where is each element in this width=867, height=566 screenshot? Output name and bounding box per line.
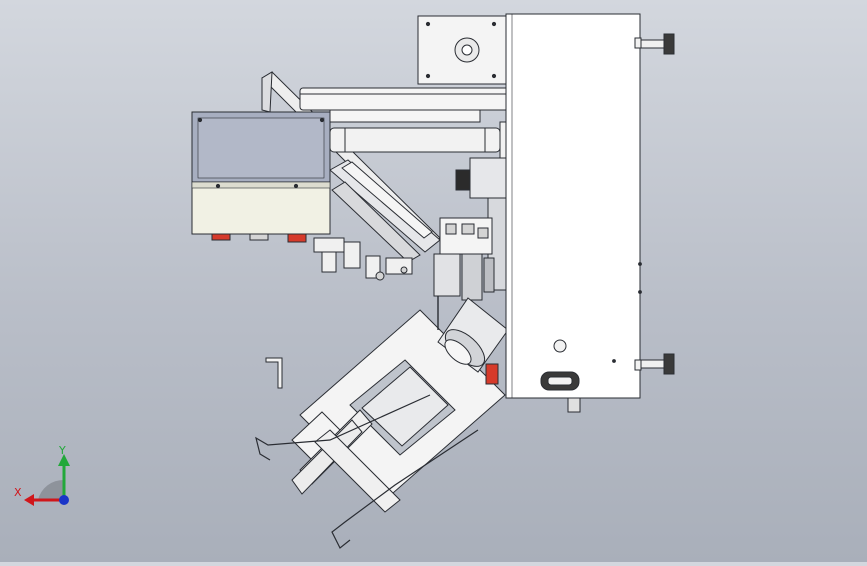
l-bracket-part	[265, 357, 283, 389]
y-axis-label: Y	[58, 444, 66, 457]
main-housing	[505, 13, 642, 413]
motor-mount-plate	[417, 15, 511, 85]
rotary-spindle	[437, 297, 509, 385]
triad-plane-icon	[38, 479, 64, 500]
x-axis-arrowhead-icon	[24, 494, 34, 506]
horizontal-shaft-top	[299, 87, 516, 123]
control-box	[191, 111, 331, 243]
main-cylinder	[329, 121, 511, 159]
x-axis-label: X	[14, 486, 22, 499]
z-axis-dot-icon	[59, 495, 69, 505]
pneumatic-fittings	[313, 237, 413, 281]
y-axis-arrowhead-icon	[58, 454, 70, 466]
wire-guide-arms	[255, 394, 479, 549]
leveling-feet	[640, 33, 675, 375]
coordinate-triad: Y X	[14, 444, 70, 506]
center-mechanism	[433, 157, 509, 330]
